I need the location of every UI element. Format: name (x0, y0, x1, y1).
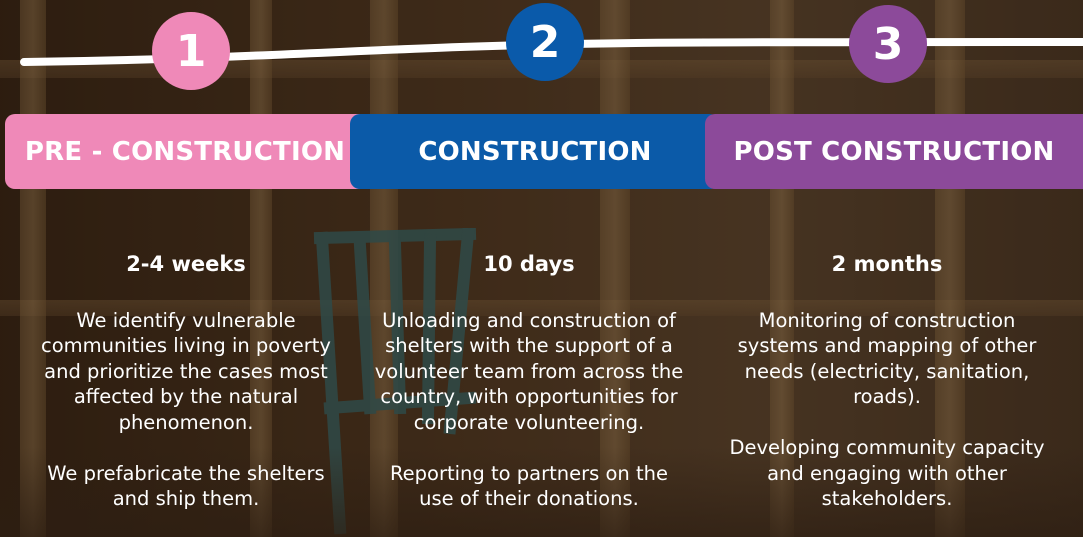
pre-construction-shipping-note: We prefabricate the shelters and ship th… (47, 461, 325, 511)
construction-reporting-note: Reporting to partners on the use of thei… (390, 461, 668, 511)
step-2-circle: 2 (506, 3, 584, 81)
step-1-circle: 1 (152, 12, 230, 90)
step-3-circle: 3 (849, 5, 927, 83)
post-construction-duration: 2 months (831, 252, 943, 276)
tab-pre-construction: PRE - CONSTRUCTION (5, 114, 365, 189)
post-construction-column: 2 months Monitoring of construction syst… (726, 252, 1048, 537)
post-construction-community-note: Developing community capacity and engagi… (729, 436, 1045, 510)
construction-column: 10 days Unloading and construction of sh… (370, 252, 688, 537)
step-2-number: 2 (529, 16, 561, 68)
pre-construction-description: We identify vulnerable communities livin… (41, 308, 331, 434)
tab-post-construction-label: POST CONSTRUCTION (733, 136, 1055, 167)
post-construction-description: Monitoring of construction systems and m… (737, 308, 1037, 409)
pre-construction-duration: 2-4 weeks (126, 252, 246, 276)
tab-post-construction: POST CONSTRUCTION (705, 114, 1083, 189)
step-1-number: 1 (175, 25, 207, 77)
pre-construction-column: 2-4 weeks We identify vulnerable communi… (28, 252, 344, 537)
tab-pre-construction-label: PRE - CONSTRUCTION (24, 136, 346, 167)
construction-description: Unloading and construction of shelters w… (374, 308, 684, 434)
tab-construction-label: CONSTRUCTION (418, 136, 652, 167)
step-3-number: 3 (872, 18, 904, 70)
tab-construction: CONSTRUCTION (350, 114, 720, 189)
construction-duration: 10 days (483, 252, 575, 276)
